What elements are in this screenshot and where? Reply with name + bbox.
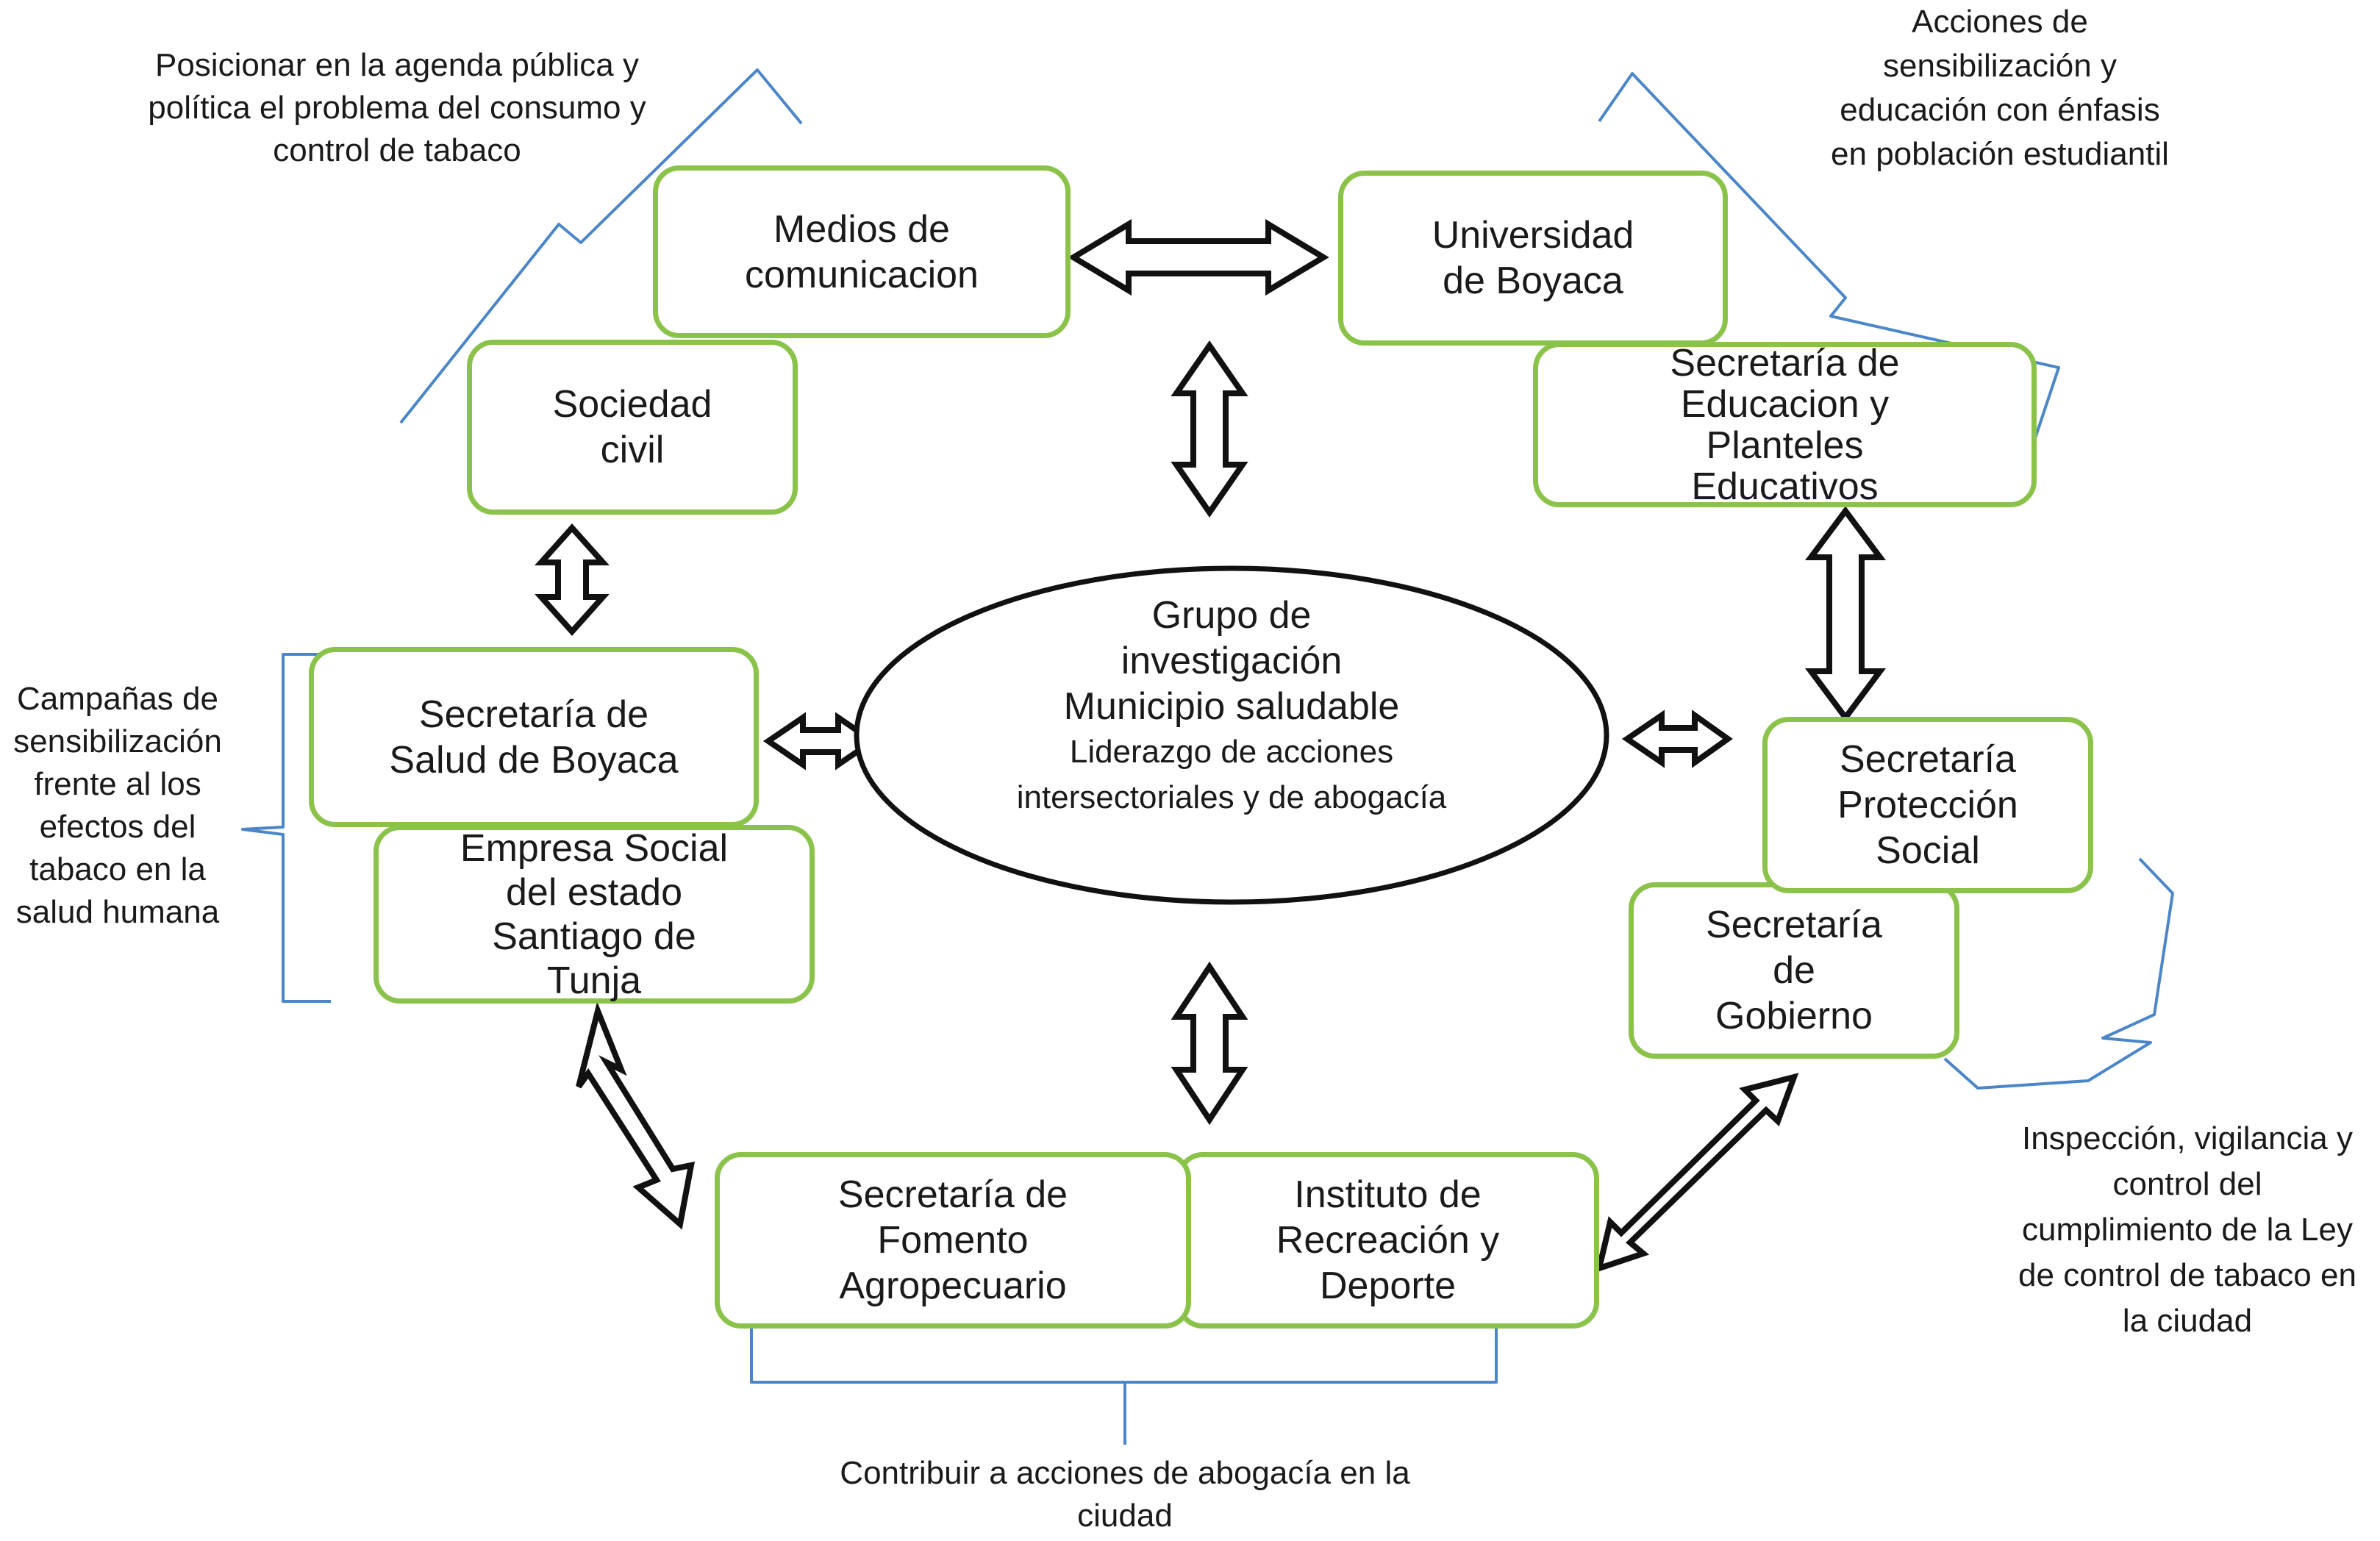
node-line: Protección [1837,784,2018,826]
annotation-line: cumplimiento de la Ley [2021,1212,2353,1248]
annotation-line: ciudad [1077,1498,1173,1534]
annotation-left: Campañas de sensibilización frente al lo… [0,678,235,934]
annotation-line: en población estudiantil [1831,136,2169,172]
annotation-line: efectos del [39,809,196,845]
node-line: Secretaría de [837,1173,1068,1216]
node-line: Secretaría de [418,693,649,736]
annotation-line: educación con énfasis [1840,92,2160,128]
node-line: de [1773,949,1815,992]
center-title-line-3: Municipio saludable [1063,685,1400,728]
node-line: Educacion y [1680,382,1890,426]
arrow-center-proteccion [1621,709,1733,768]
arrow-medios-universidad [1068,218,1329,296]
node-line: Santiago de [492,915,696,958]
annotation-line: Campañas de [17,681,218,717]
node-line: del estado [506,870,682,914]
node-secretaria-educacion: Secretaría de Educacion y Planteles Educ… [1533,342,2037,507]
node-line: Educativos [1691,465,1879,508]
node-line: Secretaría [1706,904,1882,946]
annotation-line: frente al los [34,766,201,802]
node-line: de Boyaca [1443,260,1623,302]
arrow-center-bottom [1171,961,1248,1126]
node-line: Sociedad [552,383,712,426]
node-secretaria-proteccion-social: Secretaría Protección Social [1762,717,2093,893]
bracket-top-right [1598,72,2060,457]
annotation-right: Inspección, vigilancia y control del cum… [1996,1116,2379,1344]
center-title-line-1: Grupo de [1151,594,1312,637]
center-text: Grupo de investigación Municipio saludab… [956,593,1507,820]
annotation-line: control de tabaco [273,132,521,168]
node-line: comunicacion [745,253,979,296]
node-secretaria-gobierno: Secretaría de Gobierno [1629,882,1959,1059]
center-title-line-2: investigación [1121,640,1343,682]
node-line: Agropecuario [839,1265,1067,1307]
annotation-line: tabaco en la [29,851,206,887]
center-subtitle-line-1: Liderazgo de acciones [1069,734,1394,770]
annotation-line: Posicionar en la agenda pública y [154,47,639,83]
node-line: Empresa Social [460,826,729,870]
node-line: Secretaría de [1670,341,1900,385]
bracket-left [241,653,331,1003]
node-medios-de-comunicacion: Medios de comunicacion [653,165,1071,338]
node-line: Salud de Boyaca [389,738,679,782]
center-subtitle-line-2: intersectoriales y de abogacía [1016,779,1447,815]
node-instituto-recreacion: Instituto de Recreación y Deporte [1176,1152,1599,1329]
annotation-line: de control de tabaco en [2018,1257,2356,1293]
arrow-educacion-proteccion [1805,506,1886,723]
bracket-bottom [750,1323,1498,1445]
center-ellipse [854,565,1609,905]
node-line: Gobierno [1715,995,1873,1037]
annotation-line: Acciones de [1912,4,2088,40]
node-line: Universidad [1432,214,1634,257]
bracket-top-left [399,68,803,424]
node-secretaria-fomento: Secretaría de Fomento Agropecuario [715,1152,1191,1329]
bracket-right [1943,857,2174,1090]
node-line: Social [1876,829,1980,872]
node-empresa-social: Empresa Social del estado Santiago de Tu… [374,825,815,1004]
annotation-line: Inspección, vigilancia y [2021,1120,2353,1156]
node-line: Tunja [546,959,642,1002]
node-line: civil [600,429,665,471]
annotation-line: la ciudad [2122,1303,2253,1339]
node-line: Medios de [773,207,950,251]
annotation-line: sensibilización y [1883,48,2117,84]
arrow-empresa-fomento [576,1001,696,1230]
arrow-sociedad-salud [535,523,610,637]
node-line: Deporte [1320,1265,1456,1307]
node-line: Recreación y [1276,1219,1500,1262]
node-line: Planteles [1706,423,1864,467]
arrow-gobierno-recreacion [1595,1073,1799,1273]
node-line: Secretaría [1840,738,2016,781]
node-universidad-de-boyaca: Universidad de Boyaca [1338,171,1728,346]
node-line: Instituto de [1294,1173,1482,1216]
annotation-line: sensibilización [13,723,222,759]
annotation-line: salud humana [15,894,220,930]
annotation-line: Contribuir a acciones de abogacía en la [840,1455,1410,1491]
annotation-top-left: Posicionar en la agenda pública y políti… [103,44,691,172]
annotation-line: control del [2112,1166,2262,1202]
arrow-universidad-center [1171,340,1248,518]
annotation-bottom: Contribuir a acciones de abogacía en la … [757,1452,1493,1537]
node-line: Fomento [877,1219,1029,1262]
node-secretaria-salud: Secretaría de Salud de Boyaca [309,647,759,827]
annotation-top-right: Acciones de sensibilización y educación … [1779,0,2220,176]
node-sociedad-civil: Sociedad civil [467,340,798,515]
annotation-line: política el problema del consumo y [148,90,646,126]
